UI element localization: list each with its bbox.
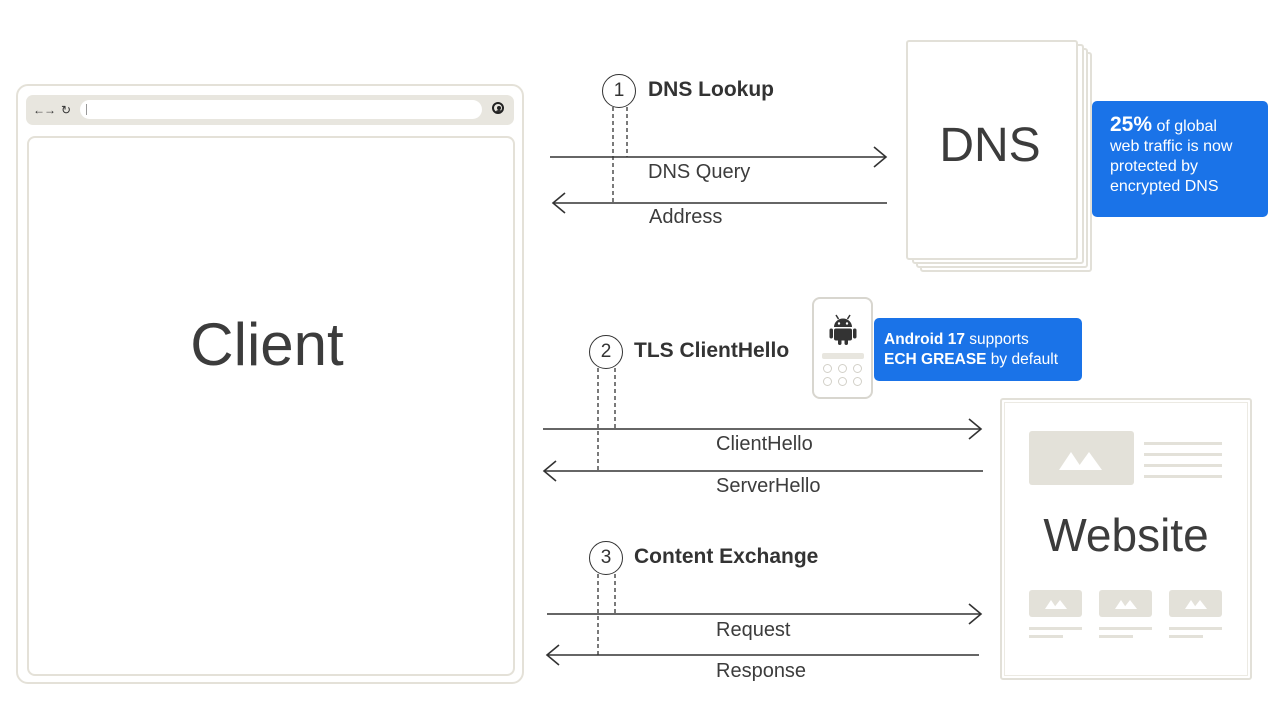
app-icon	[853, 377, 862, 386]
app-icon	[823, 377, 832, 386]
dns-query-arrowhead	[873, 146, 888, 168]
mountain-image-icon	[1115, 600, 1137, 609]
request-label: Request	[716, 619, 791, 641]
address-bar[interactable]	[80, 100, 482, 119]
caption-line-placeholder	[1029, 627, 1082, 630]
response-label: Response	[716, 660, 807, 682]
forward-arrow-icon[interactable]: →	[44, 103, 56, 117]
ech-grease-label: ECH GREASE	[884, 351, 987, 368]
dns-query-label: DNS Query	[648, 161, 751, 183]
caption-line-placeholder	[1099, 635, 1133, 638]
callout-text: supports	[964, 331, 1029, 348]
thumbnail-placeholder	[1099, 590, 1152, 617]
text-line-placeholder	[1144, 464, 1222, 467]
thumbnail-placeholder	[1169, 590, 1222, 617]
address-label: Address	[649, 206, 723, 228]
callout-line: encrypted DNS	[1110, 178, 1219, 195]
callout-line: of global	[1156, 118, 1217, 135]
serverhello-label: ServerHello	[716, 475, 821, 497]
caption-line-placeholder	[1169, 635, 1203, 638]
dns-server-box	[906, 40, 1078, 260]
hero-image-placeholder	[1029, 431, 1134, 485]
caption-line-placeholder	[1029, 635, 1063, 638]
website-page-inner	[1004, 402, 1248, 676]
request-arrowhead	[968, 603, 983, 625]
step-3-number: 3	[589, 541, 623, 575]
client-browser-window	[16, 84, 524, 684]
app-icon	[823, 364, 832, 373]
text-line-placeholder	[1144, 442, 1222, 445]
text-line-placeholder	[1144, 453, 1222, 456]
android-version: Android 17	[884, 331, 965, 348]
encrypted-dns-percentage: 25%	[1110, 113, 1153, 136]
app-icon	[838, 364, 847, 373]
callout-line: protected by	[1110, 158, 1199, 175]
mountain-image-icon	[1185, 600, 1207, 609]
callout-line: web traffic is now	[1110, 138, 1233, 155]
back-arrow-icon[interactable]: ←	[33, 103, 45, 117]
browser-viewport	[27, 136, 515, 676]
callout-text: by default	[986, 351, 1059, 368]
phone-search-bar	[822, 353, 864, 359]
step-1-title: DNS Lookup	[648, 78, 774, 101]
client-label: Client	[190, 311, 344, 378]
account-icon[interactable]	[492, 102, 504, 114]
step-1-number: 1	[602, 74, 636, 108]
thumbnail-placeholder	[1029, 590, 1082, 617]
text-cursor	[86, 104, 87, 115]
android-ech-callout: Android 17 supports ECH GREASE by defaul…	[874, 318, 1082, 381]
text-line-placeholder	[1144, 475, 1222, 478]
mountain-image-icon	[1059, 452, 1102, 470]
address-arrowhead	[551, 192, 566, 214]
app-icon	[838, 377, 847, 386]
step-3-title: Content Exchange	[634, 545, 819, 568]
reload-icon[interactable]: ↻	[61, 103, 72, 117]
response-arrowhead	[545, 644, 560, 666]
step-2-title: TLS ClientHello	[634, 339, 790, 362]
serverhello-arrowhead	[542, 460, 557, 482]
caption-line-placeholder	[1169, 627, 1222, 630]
clienthello-arrowhead	[968, 418, 983, 440]
clienthello-label: ClientHello	[716, 433, 813, 455]
caption-line-placeholder	[1099, 627, 1152, 630]
encrypted-dns-callout: 25% of global web traffic is now protect…	[1092, 101, 1268, 217]
website-label: Website	[1043, 509, 1209, 561]
mountain-image-icon	[1045, 600, 1067, 609]
step-2-number: 2	[589, 335, 623, 369]
dns-label: DNS	[939, 119, 1041, 172]
app-icon	[853, 364, 862, 373]
android-robot-icon	[829, 314, 857, 345]
